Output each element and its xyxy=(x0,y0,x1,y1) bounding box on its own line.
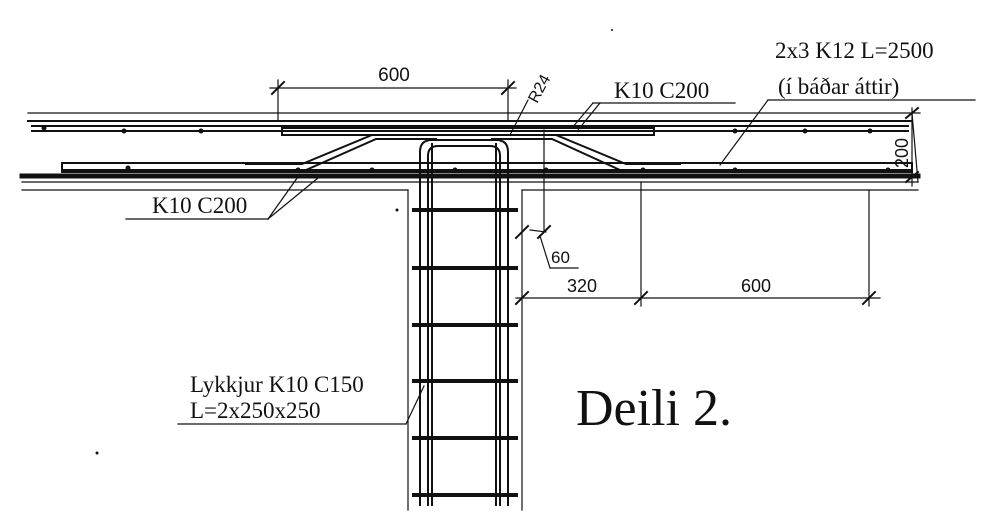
dimension-slab-thickness: 200 xyxy=(892,106,920,187)
long-bars-callout: 2x3 K12 L=2500 (í báðar áttir) xyxy=(719,38,976,166)
dimension-top-width: 600 xyxy=(378,65,410,86)
long-bars-label-line2: (í báðar áttir) xyxy=(778,74,899,99)
top-rebar-label: K10 C200 xyxy=(614,78,709,103)
stirrups xyxy=(412,208,518,497)
bottom-rebar-label: K10 C200 xyxy=(152,193,247,218)
bent-up-bars xyxy=(245,134,681,171)
dimension-bottom-chain: 320 600 xyxy=(514,181,881,307)
detail-title: Deili 2. xyxy=(576,380,732,437)
bottom-rebar xyxy=(61,162,913,173)
dimension-offset-60: 60 xyxy=(514,129,579,269)
top-rebar-callout: K10 C200 xyxy=(571,78,736,131)
slab-outline xyxy=(19,112,921,511)
top-rebar xyxy=(31,125,909,136)
edge-dimension-label: 320 xyxy=(567,276,597,296)
stirrups-callout: Lykkjur K10 C150 L=2x250x250 xyxy=(177,372,425,425)
long-bars-label-line1: 2x3 K12 L=2500 xyxy=(775,38,934,63)
radius-label: R24 xyxy=(526,72,555,106)
stirrups-label-line1: Lykkjur K10 C150 xyxy=(190,372,364,397)
bottom-rebar-callout: K10 C200 xyxy=(125,173,319,220)
dimension-top-600: 600 xyxy=(269,65,517,121)
column-stirrup-cage xyxy=(412,139,518,506)
bottom-width-label: 600 xyxy=(741,276,771,296)
offset-label: 60 xyxy=(551,248,570,267)
stirrups-label-line2: L=2x250x250 xyxy=(190,398,321,423)
rebar-section-dots xyxy=(41,29,891,455)
slab-thickness-label: 200 xyxy=(892,138,912,168)
